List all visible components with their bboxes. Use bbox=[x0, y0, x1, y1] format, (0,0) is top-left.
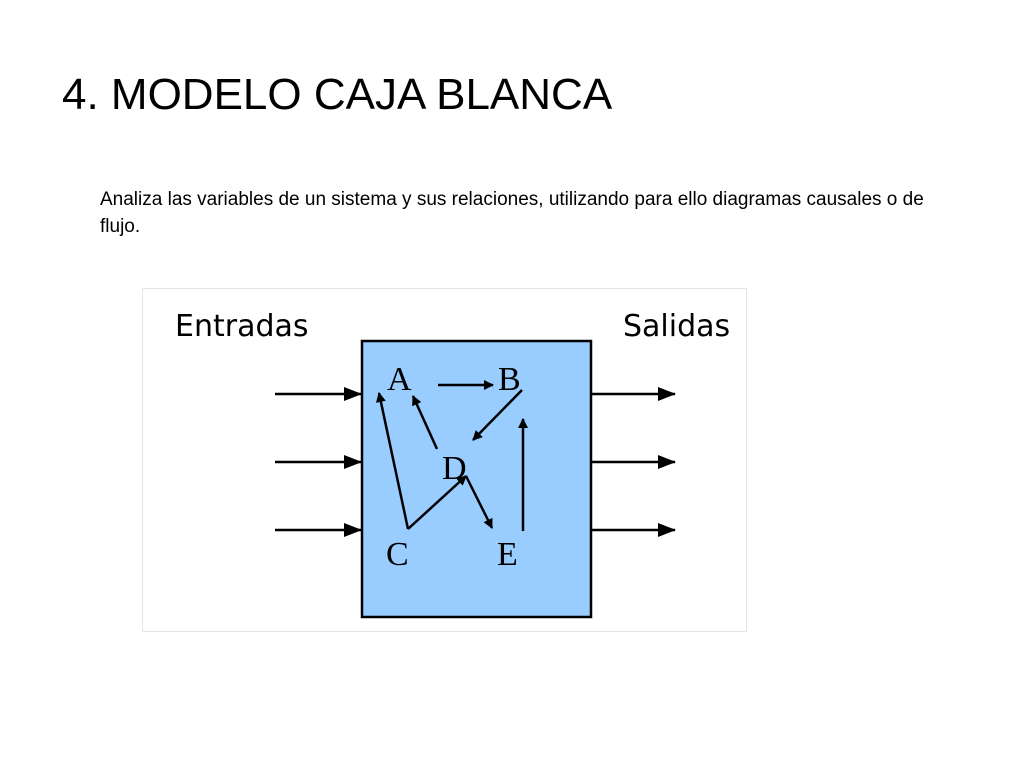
arrow-b-to-d bbox=[472, 389, 523, 441]
system-box bbox=[360, 339, 593, 619]
arrow-c-to-d bbox=[407, 475, 467, 530]
node-a: A bbox=[387, 361, 412, 398]
outputs-label: Salidas bbox=[623, 309, 730, 344]
node-e: E bbox=[497, 536, 518, 573]
arrow-c-to-a bbox=[375, 392, 410, 530]
inputs-label: Entradas bbox=[175, 309, 309, 344]
node-c: C bbox=[386, 536, 409, 573]
node-d: D bbox=[442, 450, 467, 487]
slide-title: 4. MODELO CAJA BLANCA bbox=[62, 70, 613, 119]
slide-body-text: Analiza las variables de un sistema y su… bbox=[100, 189, 924, 237]
arrow-d-to-a bbox=[411, 395, 439, 450]
white-box-diagram: Entradas Salidas A B D C E bbox=[142, 288, 747, 632]
arrow-d-to-e bbox=[464, 475, 494, 529]
node-b: B bbox=[498, 361, 521, 398]
diagram-canvas: Entradas Salidas A B D C E bbox=[175, 309, 730, 619]
